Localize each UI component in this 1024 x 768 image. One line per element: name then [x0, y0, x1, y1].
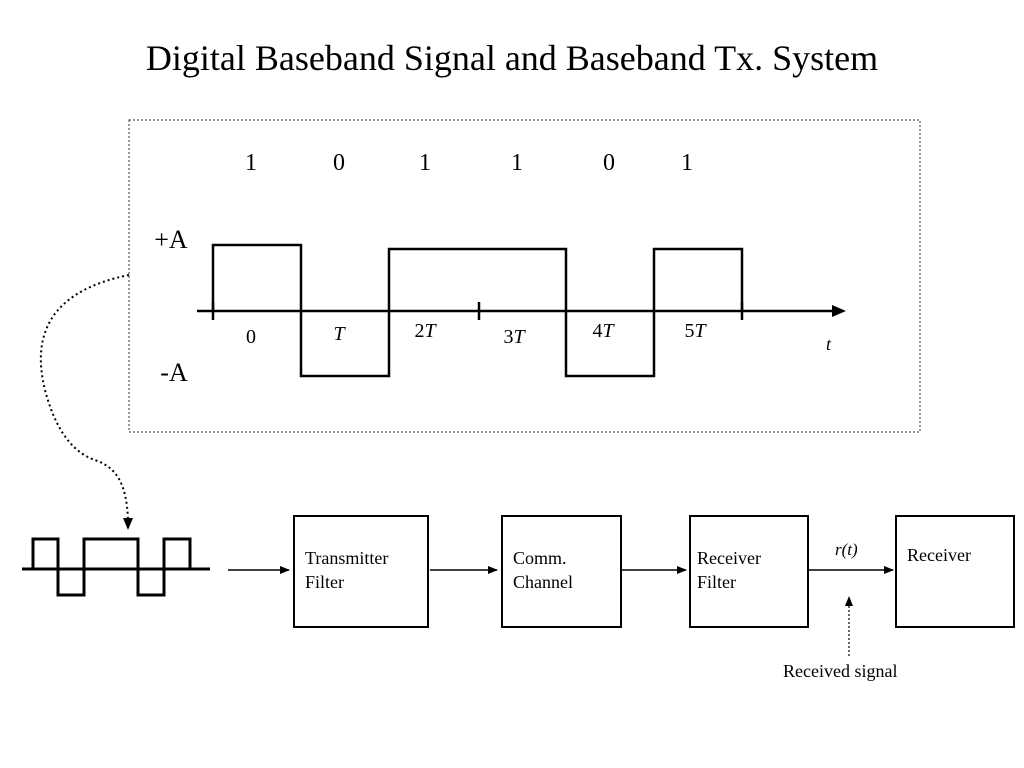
- received-signal-note: Received signal: [783, 661, 898, 681]
- tick-label: 2T: [414, 320, 437, 342]
- plus-level-label: +A: [154, 225, 188, 254]
- nrz-waveform: [211, 243, 744, 378]
- bit-labels: 1 0 1 1 0 1: [245, 150, 693, 176]
- slide-title: Digital Baseband Signal and Baseband Tx.…: [145, 38, 879, 78]
- tick-label: 3T: [503, 326, 526, 348]
- tick-label: 0: [246, 326, 256, 348]
- transmitter-filter-block: Transmitter Filter: [293, 515, 429, 628]
- tick-label: T: [333, 323, 346, 345]
- receiver-label: Receiver: [907, 545, 971, 565]
- bit-label: 0: [333, 150, 345, 176]
- time-tick-labels: 0 T 2T 3T 4T 5T: [246, 320, 707, 348]
- receiver-filter-block: Receiver Filter: [689, 515, 809, 628]
- bit-label: 0: [603, 150, 615, 176]
- comm-channel-block: Comm. Channel: [501, 515, 622, 628]
- tick-label: 5T: [684, 320, 707, 342]
- signal-rt-label: r(t): [835, 540, 858, 559]
- transmitter-filter-label: Transmitter Filter: [305, 548, 389, 592]
- bit-label: 1: [419, 150, 431, 176]
- receiver-filter-label: Receiver Filter: [697, 548, 761, 592]
- mini-waveform: [31, 537, 192, 597]
- bit-label: 1: [511, 150, 523, 176]
- comm-channel-label: Comm. Channel: [513, 548, 573, 592]
- dotted-connector: [39, 274, 130, 519]
- connector-arrowhead: [123, 518, 133, 530]
- bit-label: 1: [681, 150, 693, 176]
- time-axis-label: t: [826, 334, 832, 354]
- time-axis-arrowhead: [832, 305, 846, 317]
- minus-level-label: -A: [160, 358, 188, 387]
- receiver-block: Receiver: [895, 515, 1015, 628]
- tick-label: 4T: [592, 320, 615, 342]
- bit-label: 1: [245, 150, 257, 176]
